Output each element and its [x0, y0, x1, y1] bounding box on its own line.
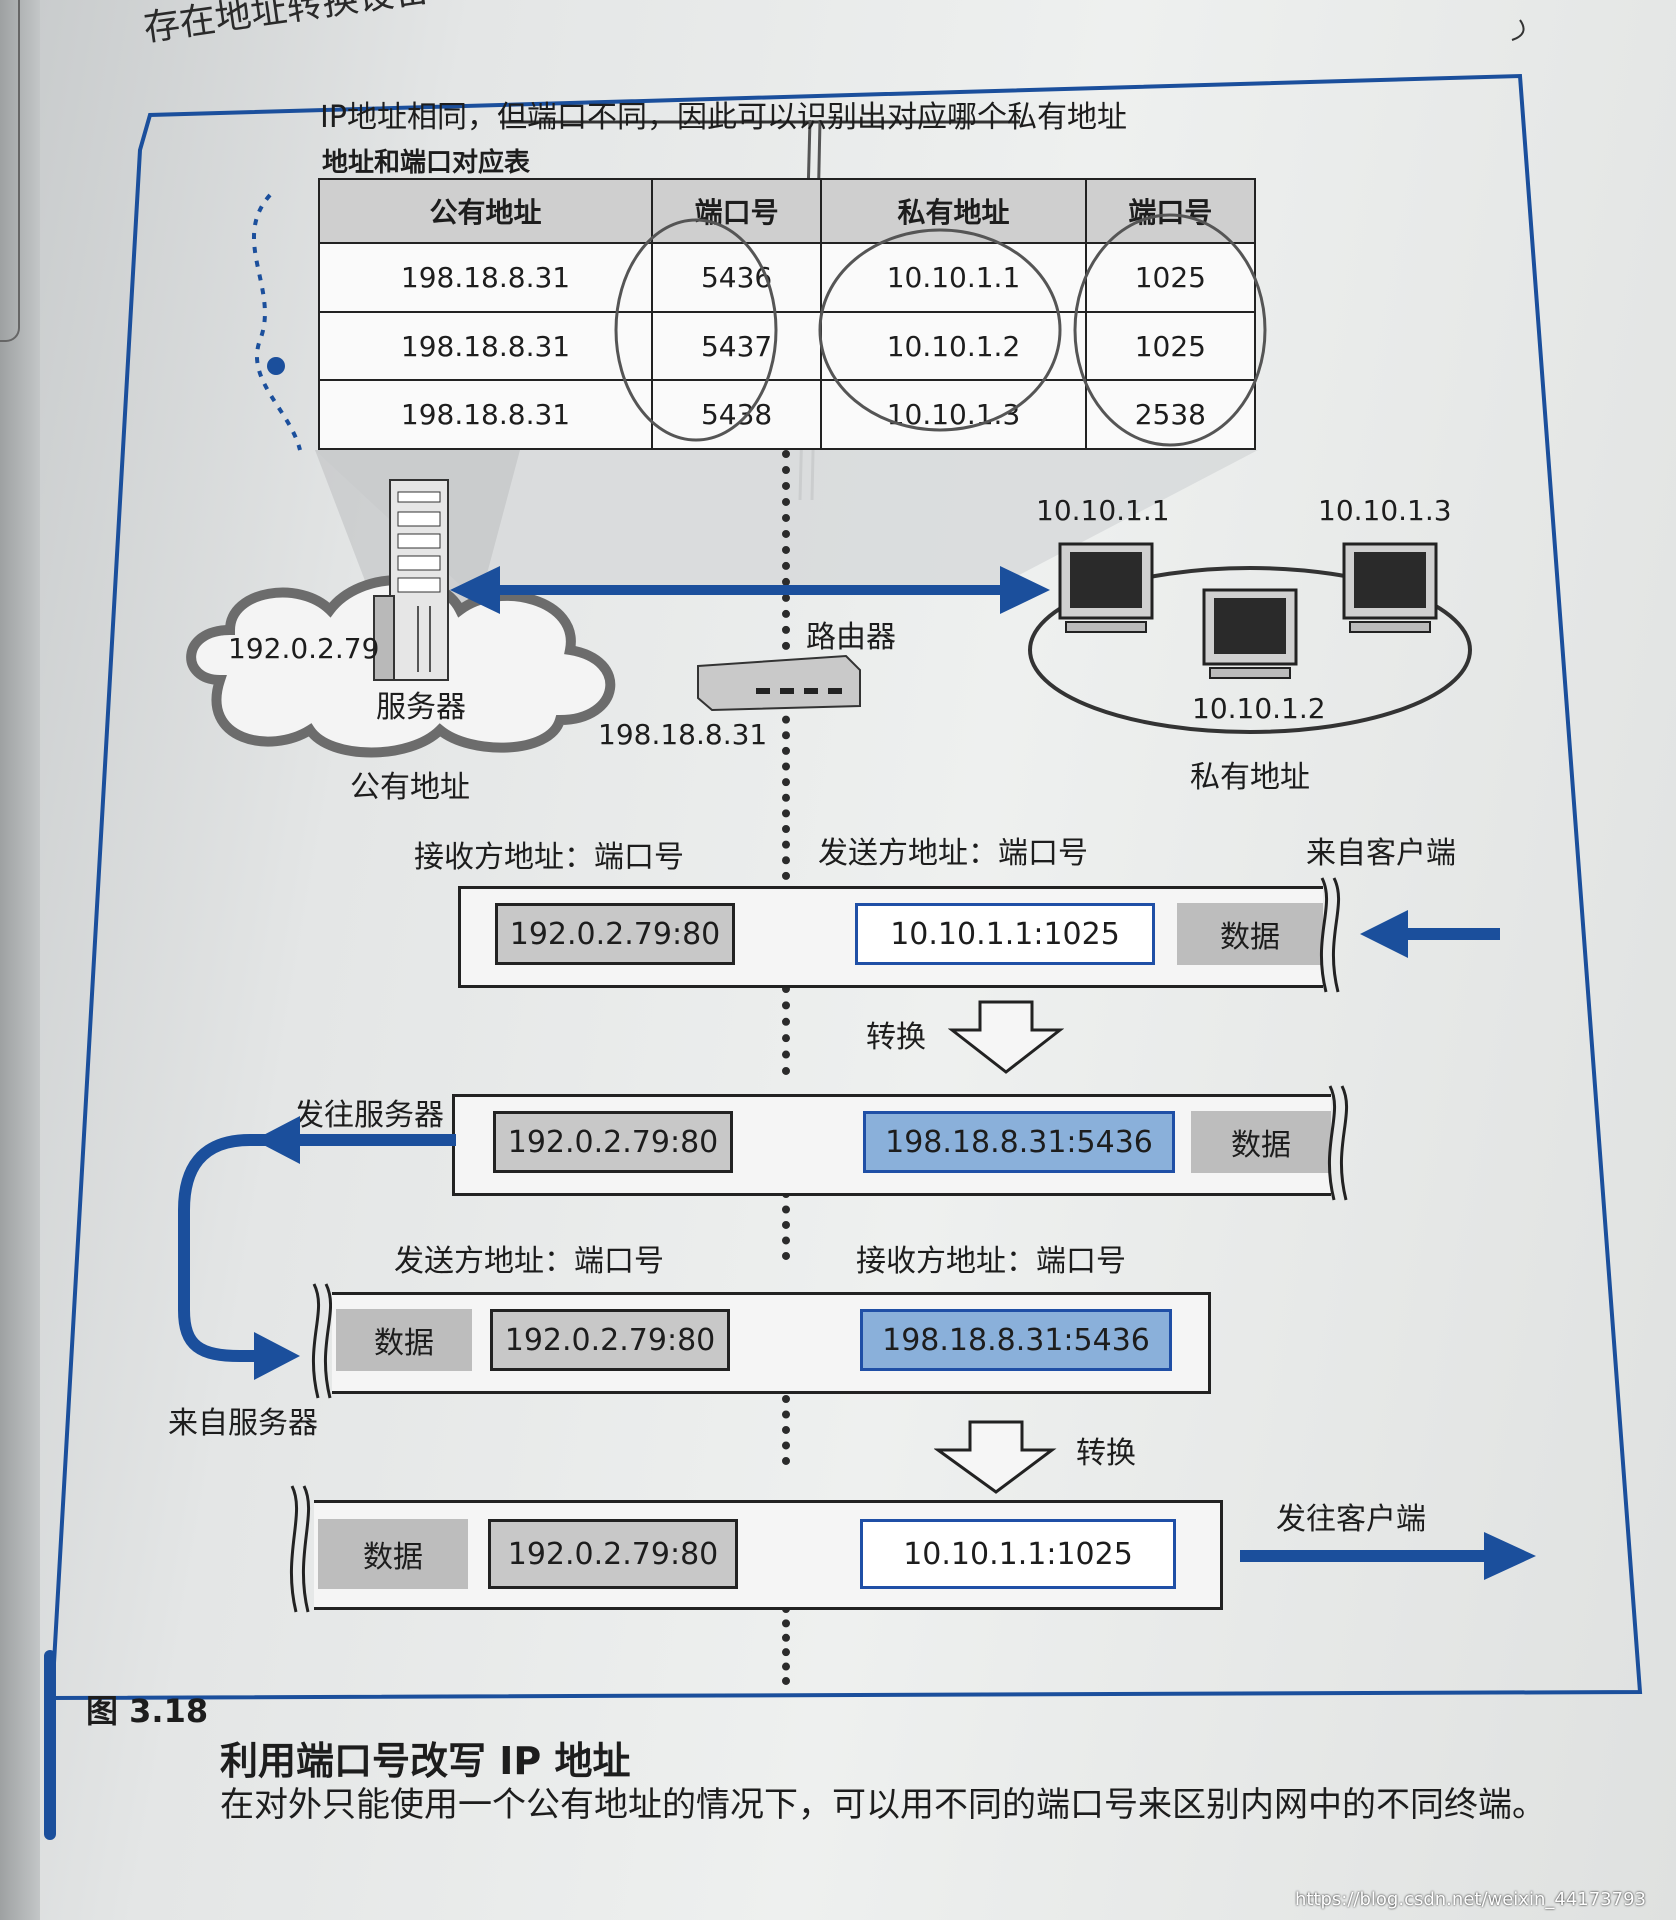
- pc-icon: [1342, 542, 1438, 633]
- convert-label: 转换: [866, 1020, 926, 1055]
- source-address: 198.18.8.31:5436: [863, 1111, 1175, 1173]
- packet-break-wave: [1327, 1085, 1349, 1201]
- packet-break-wave: [311, 1283, 333, 1399]
- cell-public-address: 198.18.8.31: [317, 379, 654, 450]
- data-block: 数据: [318, 1519, 468, 1589]
- convert-down-arrow: [934, 1420, 1057, 1494]
- header-private-address: 私有地址: [820, 177, 1087, 245]
- book-gutter-edge: [0, 0, 20, 342]
- cell-private-address: 10.10.1.3: [820, 379, 1087, 450]
- source-address: 192.0.2.79:80: [490, 1309, 730, 1371]
- server-icon: [373, 479, 449, 681]
- receiver-port-header: 接收方地址：端口号: [856, 1244, 1126, 1279]
- table-row: 198.18.8.31 5437 10.10.1.2 1025: [317, 310, 1257, 382]
- incoming-client-arrow: [1360, 910, 1500, 958]
- convert-label: 转换: [1076, 1436, 1136, 1471]
- cell-public-address: 198.18.8.31: [317, 310, 654, 382]
- boundary-dotted-line: [782, 1190, 790, 1260]
- to-client-label: 发往客户端: [1276, 1502, 1426, 1537]
- server-label: 服务器: [376, 690, 466, 725]
- cell-private-address: 10.10.1.2: [820, 310, 1087, 382]
- packet-to-server: 192.0.2.79:80 198.18.8.31:5436 数据: [452, 1094, 1331, 1196]
- server-turnaround-arrow: [178, 1116, 456, 1380]
- cell-private-port: 1025: [1084, 242, 1257, 313]
- pc-icon: [1058, 542, 1154, 633]
- connection-double-arrow: [450, 566, 1050, 614]
- from-server-label: 来自服务器: [168, 1406, 318, 1441]
- boundary-dotted-line: [782, 1395, 790, 1465]
- router-icon: [697, 654, 861, 712]
- table-row: 198.18.8.31 5436 10.10.1.1 1025: [317, 242, 1257, 313]
- packet-client-original: 192.0.2.79:80 10.10.1.1:1025 数据: [458, 886, 1323, 988]
- boundary-dotted-line: [782, 700, 790, 880]
- pc3-ip: 10.10.1.3: [1318, 494, 1452, 527]
- router-label: 路由器: [806, 620, 896, 655]
- data-block: 数据: [336, 1309, 472, 1371]
- table-row: 198.18.8.31 5438 10.10.1.3 2538: [317, 379, 1257, 450]
- private-lan-ellipse: [1028, 566, 1472, 734]
- destination-address: 192.0.2.79:80: [495, 903, 735, 965]
- source-address: 192.0.2.79:80: [488, 1519, 738, 1589]
- receiver-port-header: 接收方地址：端口号: [414, 840, 684, 875]
- server-ip: 192.0.2.79: [228, 632, 380, 665]
- cell-public-port: 5437: [651, 310, 823, 382]
- sender-port-header: 发送方地址：端口号: [818, 836, 1088, 871]
- public-address-label: 公有地址: [350, 770, 470, 805]
- source-address: 10.10.1.1:1025: [855, 903, 1155, 965]
- cell-public-address: 198.18.8.31: [317, 242, 654, 313]
- header-public-port: 端口号: [651, 177, 823, 245]
- pc2-ip: 10.10.1.2: [1192, 692, 1326, 725]
- destination-address: 10.10.1.1:1025: [860, 1519, 1176, 1589]
- sender-port-header: 发送方地址：端口号: [394, 1244, 664, 1279]
- packet-break-wave: [289, 1485, 311, 1613]
- figure-title: 利用端口号改写 IP 地址: [220, 1739, 631, 1783]
- packet-break-wave: [1319, 877, 1341, 993]
- to-server-label: 发往服务器: [294, 1098, 444, 1133]
- mapping-table: 公有地址 端口号 私有地址 端口号 198.18.8.31 5436 10.10…: [317, 177, 1257, 450]
- watermark: https://blog.csdn.net/weixin_44173793: [1294, 1889, 1646, 1910]
- caption-accent-bar: [44, 1650, 56, 1840]
- pc-icon: [1202, 588, 1298, 679]
- data-block: 数据: [1177, 903, 1323, 965]
- outgoing-client-arrow: [1240, 1532, 1536, 1580]
- book-gutter: [0, 0, 40, 1920]
- table-title: 地址和端口对应表: [322, 148, 531, 178]
- boundary-dotted-line: [782, 1605, 790, 1685]
- pc1-ip: 10.10.1.1: [1036, 494, 1170, 527]
- figure-number: 图 3.18: [86, 1692, 209, 1730]
- data-block: 数据: [1191, 1111, 1331, 1173]
- boundary-dotted-line: [782, 985, 790, 1075]
- convert-down-arrow: [948, 1000, 1064, 1074]
- destination-address: 198.18.8.31:5436: [860, 1309, 1172, 1371]
- figure-description: 在对外只能使用一个公有地址的情况下，可以用不同的端口号来区别内网中的不同终端。: [220, 1785, 1546, 1825]
- header-private-port: 端口号: [1084, 177, 1257, 245]
- packet-to-client: 数据 192.0.2.79:80 10.10.1.1:1025: [314, 1500, 1223, 1610]
- header-public-address: 公有地址: [317, 177, 654, 245]
- cell-public-port: 5436: [651, 242, 823, 313]
- boundary-dotted-line: [782, 450, 790, 650]
- private-address-label: 私有地址: [1190, 760, 1310, 795]
- from-client-label: 来自客户端: [1306, 836, 1456, 871]
- cell-public-port: 5438: [651, 379, 823, 450]
- packet-from-server: 数据 192.0.2.79:80 198.18.8.31:5436: [332, 1292, 1211, 1394]
- router-ip: 198.18.8.31: [598, 718, 768, 751]
- cell-private-port: 1025: [1084, 310, 1257, 382]
- destination-address: 192.0.2.79:80: [493, 1111, 733, 1173]
- cell-private-port: 2538: [1084, 379, 1257, 450]
- top-note: IP地址相同，但端口不同，因此可以识别出对应哪个私有地址: [320, 100, 1127, 135]
